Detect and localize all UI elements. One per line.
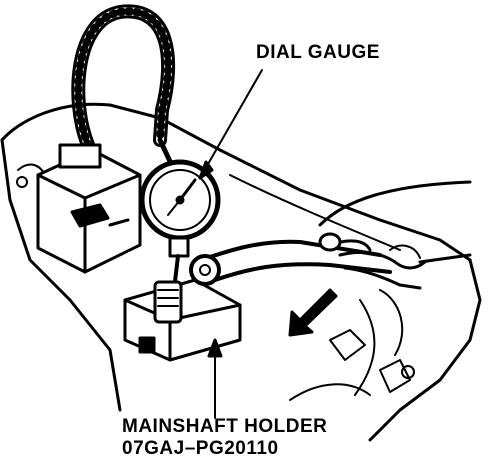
arrow-icon [288,288,338,337]
magnetic-base-icon [36,143,142,274]
dial-gauge-leader [198,69,263,180]
wrench-handle [189,239,392,286]
hand-icon [318,180,472,290]
mainshaft-holder-label: MAINSHAFT HOLDER 07GAJ–PG20110 [122,416,327,460]
dial-gauge-icon [139,137,221,292]
part-number: 07GAJ–PG20110 [122,438,279,459]
dial-gauge-label: DIAL GAUGE [256,42,380,63]
mainshaft-holder-icon [123,278,242,413]
mainshaft-holder-name: MAINSHAFT HOLDER [122,416,328,437]
flexible-arm-icon [71,4,176,152]
